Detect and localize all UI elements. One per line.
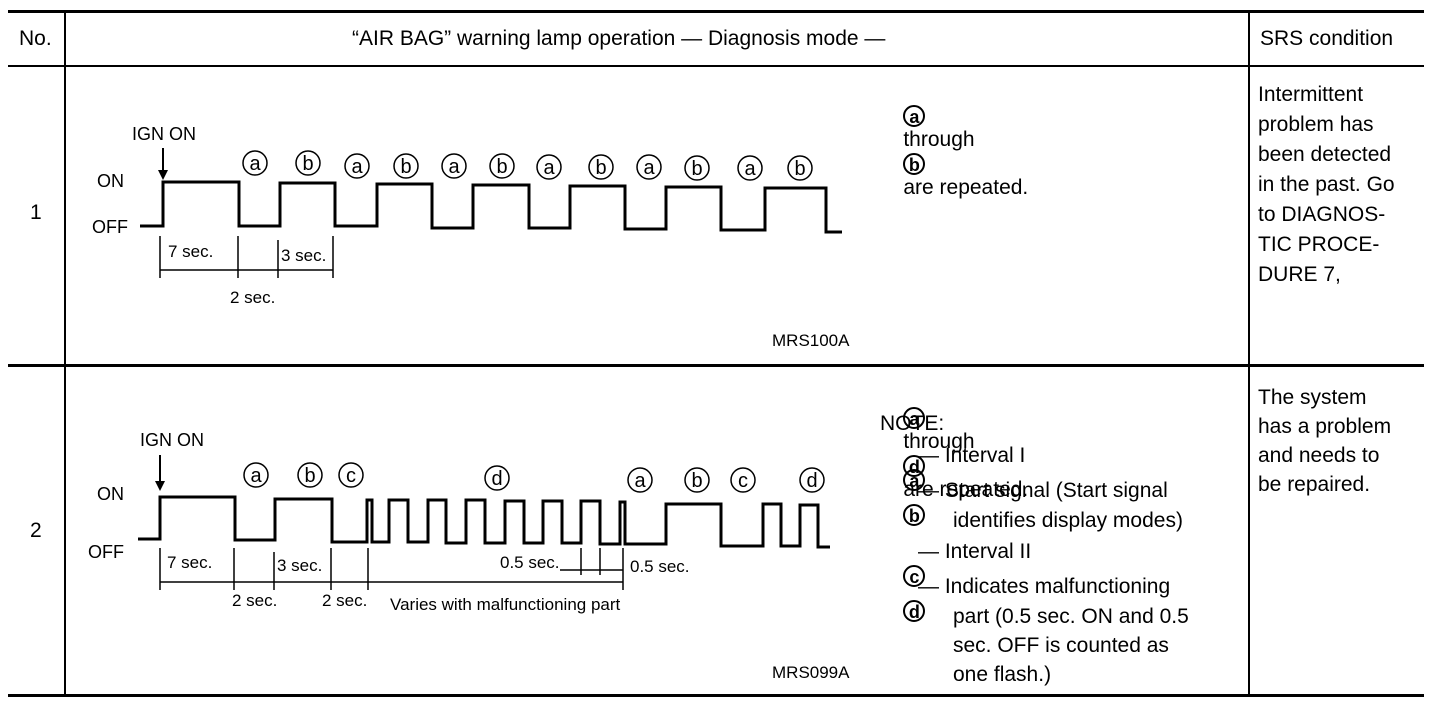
condition-line: DURE 7, — [1258, 263, 1341, 286]
note-a-text: — Interval I — [918, 444, 1026, 467]
note-d-text-3: sec. OFF is counted as — [953, 634, 1169, 657]
condition-line: and needs to — [1258, 444, 1380, 467]
cycle-letters-1: a b a b a b a b a b a b — [242, 150, 813, 181]
ign-on-label-2: IGN ON — [140, 430, 204, 450]
dim-7sec-1: 7 sec. — [168, 242, 213, 261]
circle-letter-a: a — [903, 407, 926, 430]
repeat-word-2: through — [903, 430, 975, 453]
dim-05sec-2b: 0.5 sec. — [630, 557, 690, 576]
signal-waveform-1 — [140, 180, 842, 234]
condition-line: The system — [1258, 386, 1367, 409]
header-condition: SRS condition — [1260, 27, 1394, 50]
letter-1-8: a — [643, 157, 655, 179]
letter-1-11: b — [794, 158, 805, 180]
letter-1-10: a — [744, 158, 756, 180]
condition-line: in the past. Go — [1258, 173, 1395, 196]
table-bottom-border — [8, 694, 1424, 697]
dim-2sec-2a: 2 sec. — [232, 591, 277, 610]
on-label-1: ON — [97, 171, 124, 191]
condition-line: has a problem — [1258, 415, 1392, 438]
note-label: NOTE: — [880, 412, 945, 435]
letter-1-9: b — [691, 158, 702, 180]
repeat-note-1: a through b are repeated. — [880, 80, 1028, 224]
on-label-2: ON — [97, 484, 124, 504]
note-a: a — [880, 444, 926, 516]
letter-2-d2: d — [806, 470, 817, 492]
figure-code-2: MRS099A — [772, 663, 850, 682]
letter-1-6: a — [543, 157, 555, 179]
circle-letter-a: a — [903, 469, 926, 492]
col-divider-condition — [1248, 10, 1250, 696]
srs-condition-1: Intermittent problem has been detected i… — [1258, 80, 1395, 290]
circle-letter-b: b — [903, 153, 926, 176]
note-d-text-4: one flash.) — [953, 663, 1052, 686]
letter-2-b2: b — [691, 470, 702, 492]
table-top-border — [8, 10, 1424, 13]
condition-line: been detected — [1258, 143, 1392, 166]
dim-3sec-2: 3 sec. — [277, 556, 322, 575]
row-divider — [8, 364, 1424, 367]
note-c: c — [880, 540, 926, 612]
dim-3sec-1: 3 sec. — [281, 246, 326, 265]
letter-1-3: b — [400, 156, 411, 178]
repeat-tail-1: are repeated. — [903, 176, 1029, 199]
row-number-2: 2 — [30, 519, 42, 542]
letter-1-2: a — [351, 156, 363, 178]
note-d: d — [880, 575, 926, 647]
letter-2-a2: a — [634, 470, 646, 492]
ign-on-label-1: IGN ON — [132, 124, 196, 144]
srs-condition-2: The system has a problem and needs to be… — [1258, 383, 1391, 499]
condition-line: to DIAGNOS- — [1258, 203, 1386, 226]
cycle-letters-2: a b c d a b c d — [243, 462, 825, 493]
note-d-text-2: part (0.5 sec. ON and 0.5 — [953, 605, 1189, 628]
circle-letter-d: d — [903, 600, 926, 623]
col-divider-no — [64, 10, 66, 696]
note-b: b — [880, 479, 926, 551]
condition-line: Intermittent — [1258, 83, 1364, 106]
timing-diagram-1: IGN ON ON OFF a b a b a b a b a b — [92, 124, 850, 350]
dim-7sec-2: 7 sec. — [167, 553, 212, 572]
note-b-text-1: — Start signal (Start signal — [918, 479, 1168, 502]
note-c-text: — Interval II — [918, 540, 1032, 563]
signal-waveform-2 — [138, 495, 830, 549]
circle-letter-c: c — [903, 565, 926, 588]
repeat-word-1: through — [903, 128, 975, 151]
letter-1-1: b — [302, 153, 313, 175]
letter-2-d: d — [491, 468, 502, 490]
note-d-text-1: — Indicates malfunctioning — [918, 575, 1171, 598]
letter-1-4: a — [448, 156, 460, 178]
note-b-text-2: identifies display modes) — [953, 509, 1183, 532]
circle-letter-b: b — [903, 504, 926, 527]
off-label-1: OFF — [92, 217, 128, 237]
letter-1-0: a — [249, 153, 261, 175]
letter-2-c2: c — [738, 470, 748, 492]
dimension-lines-2 — [159, 548, 624, 590]
letter-2-b: b — [304, 465, 315, 487]
dim-05sec-2a: 0.5 sec. — [500, 553, 560, 572]
dim-2sec-1: 2 sec. — [230, 288, 275, 307]
letter-1-5: b — [496, 156, 507, 178]
figure-code-1: MRS100A — [772, 331, 850, 350]
letter-2-a: a — [250, 465, 262, 487]
condition-line: TIC PROCE- — [1258, 233, 1380, 256]
condition-line: problem has — [1258, 113, 1374, 136]
letter-1-7: b — [595, 157, 606, 179]
letter-2-c: c — [346, 465, 356, 487]
dim-varies-2: Varies with malfunctioning part — [390, 595, 621, 614]
dim-2sec-2b: 2 sec. — [322, 591, 367, 610]
circle-letter-a: a — [903, 105, 926, 128]
header-no: No. — [19, 27, 52, 50]
row-number-1: 1 — [30, 201, 42, 224]
condition-line: be repaired. — [1258, 473, 1371, 496]
dimension-lines-1 — [159, 236, 334, 278]
header-bottom-border — [8, 65, 1424, 67]
off-label-2: OFF — [88, 542, 124, 562]
header-operation: “AIR BAG” warning lamp operation — Diagn… — [352, 27, 886, 50]
timing-diagram-2: IGN ON ON OFF a b c d a b c d — [88, 430, 850, 682]
